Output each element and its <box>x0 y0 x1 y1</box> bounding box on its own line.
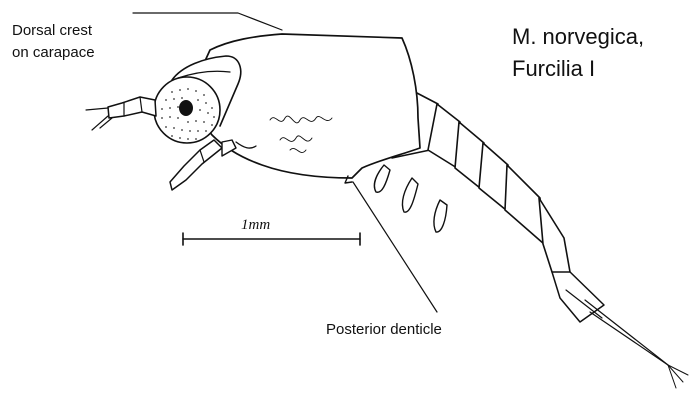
antenna <box>170 140 236 190</box>
pleopod-3 <box>434 200 447 232</box>
abdominal-segment-4 <box>479 143 508 210</box>
species-title-line2: Furcilia I <box>512 56 595 81</box>
abdominal-segment-6 <box>539 198 570 272</box>
dorsal-crest-label-line1: Dorsal crest <box>12 22 93 39</box>
eye-pigment-spot <box>179 100 193 116</box>
telson <box>552 270 688 388</box>
posterior-denticle-leader-line <box>353 182 437 312</box>
antennule <box>86 97 156 130</box>
scale-bar-label: 1mm <box>241 217 270 233</box>
dorsal-crest-label-line2: on carapace <box>12 44 95 61</box>
carapace <box>199 34 421 178</box>
scale-bar: 1mm <box>183 217 360 245</box>
abdominal-segment-5 <box>505 165 544 244</box>
pleopods <box>374 165 447 232</box>
posterior-denticle-label: Posterior denticle <box>326 321 442 338</box>
compound-eye <box>154 77 220 143</box>
species-title-line1: M. norvegica, <box>512 24 644 49</box>
pleopod-1 <box>374 165 390 192</box>
pleopod-2 <box>402 178 418 212</box>
dorsal-crest-leader-line <box>133 13 282 30</box>
